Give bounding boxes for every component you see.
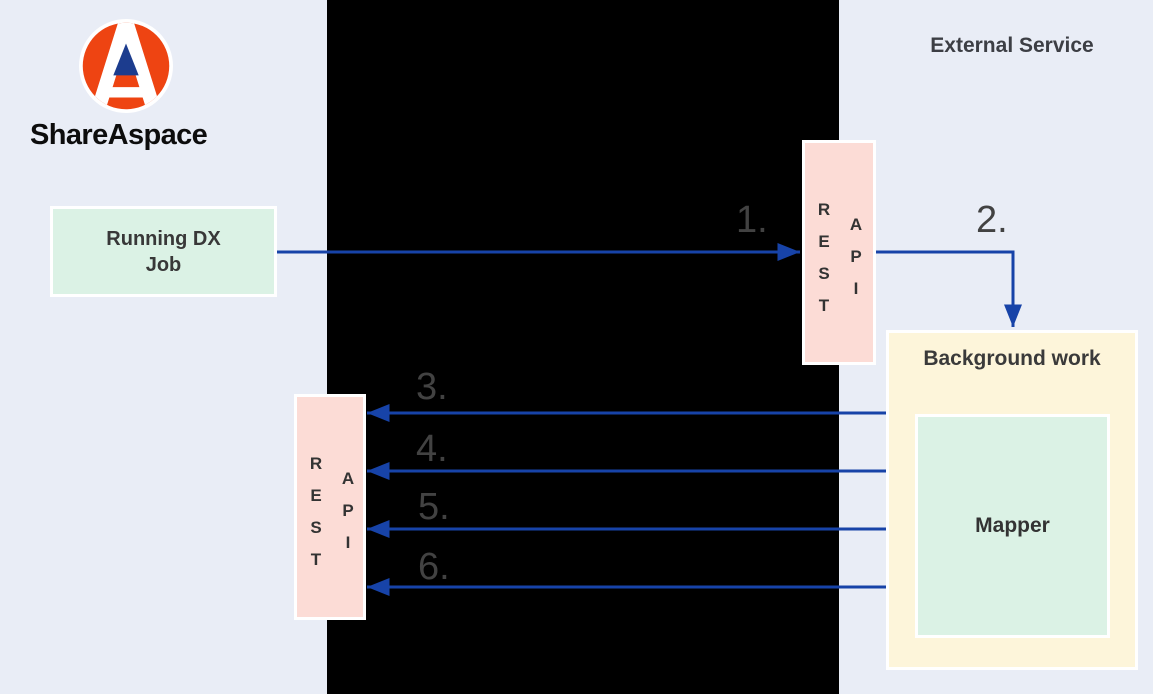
api-letter: P xyxy=(850,247,862,266)
background-work-box: Background work Mapper xyxy=(886,330,1138,670)
rest-letter: S xyxy=(818,264,830,283)
rest-letter: E xyxy=(310,486,322,505)
api-letter: I xyxy=(853,279,859,298)
rest-letter: T xyxy=(310,550,322,569)
rest-api-box-shareaspace: R E S T A P I xyxy=(294,394,366,620)
brand-name: ShareAspace xyxy=(30,119,208,151)
arrow-label-5: 5. xyxy=(418,486,450,528)
arrow-2-line xyxy=(876,250,1022,327)
rest-letter: R xyxy=(817,200,831,219)
rest-vertical-label: R E S T xyxy=(813,194,835,322)
rest-vertical-label: R E S T xyxy=(305,448,327,576)
shareaspace-logo-icon xyxy=(79,19,173,113)
rest-letter: T xyxy=(818,296,830,315)
rest-letter: R xyxy=(309,454,323,473)
running-dx-job-label-line1: Running DX xyxy=(106,227,221,250)
arrow-label-2: 2. xyxy=(976,199,1008,241)
rest-letter: S xyxy=(310,518,322,537)
running-dx-job-label-line2: Job xyxy=(145,253,182,276)
rest-letter: E xyxy=(818,232,830,251)
arrow-label-6: 6. xyxy=(418,546,450,588)
blackout-region xyxy=(327,0,839,694)
mapper-box: Mapper xyxy=(915,414,1110,638)
rest-api-box-external: R E S T A P I xyxy=(802,140,876,365)
arrow-label-3: 3. xyxy=(416,366,448,408)
api-vertical-label: A P I xyxy=(845,209,867,305)
api-letter: I xyxy=(345,533,351,552)
external-service-title: External Service xyxy=(930,34,1094,57)
arrow-label-4: 4. xyxy=(416,428,448,470)
api-letter: A xyxy=(341,469,355,488)
api-vertical-label: A P I xyxy=(337,463,359,559)
background-work-label: Background work xyxy=(923,347,1101,370)
running-dx-job-box: Running DX Job xyxy=(50,206,277,297)
api-letter: P xyxy=(342,501,354,520)
api-letter: A xyxy=(849,215,863,234)
mapper-label: Mapper xyxy=(975,514,1050,537)
shareaspace-logo xyxy=(79,19,173,113)
arrow-label-1: 1. xyxy=(736,199,768,241)
